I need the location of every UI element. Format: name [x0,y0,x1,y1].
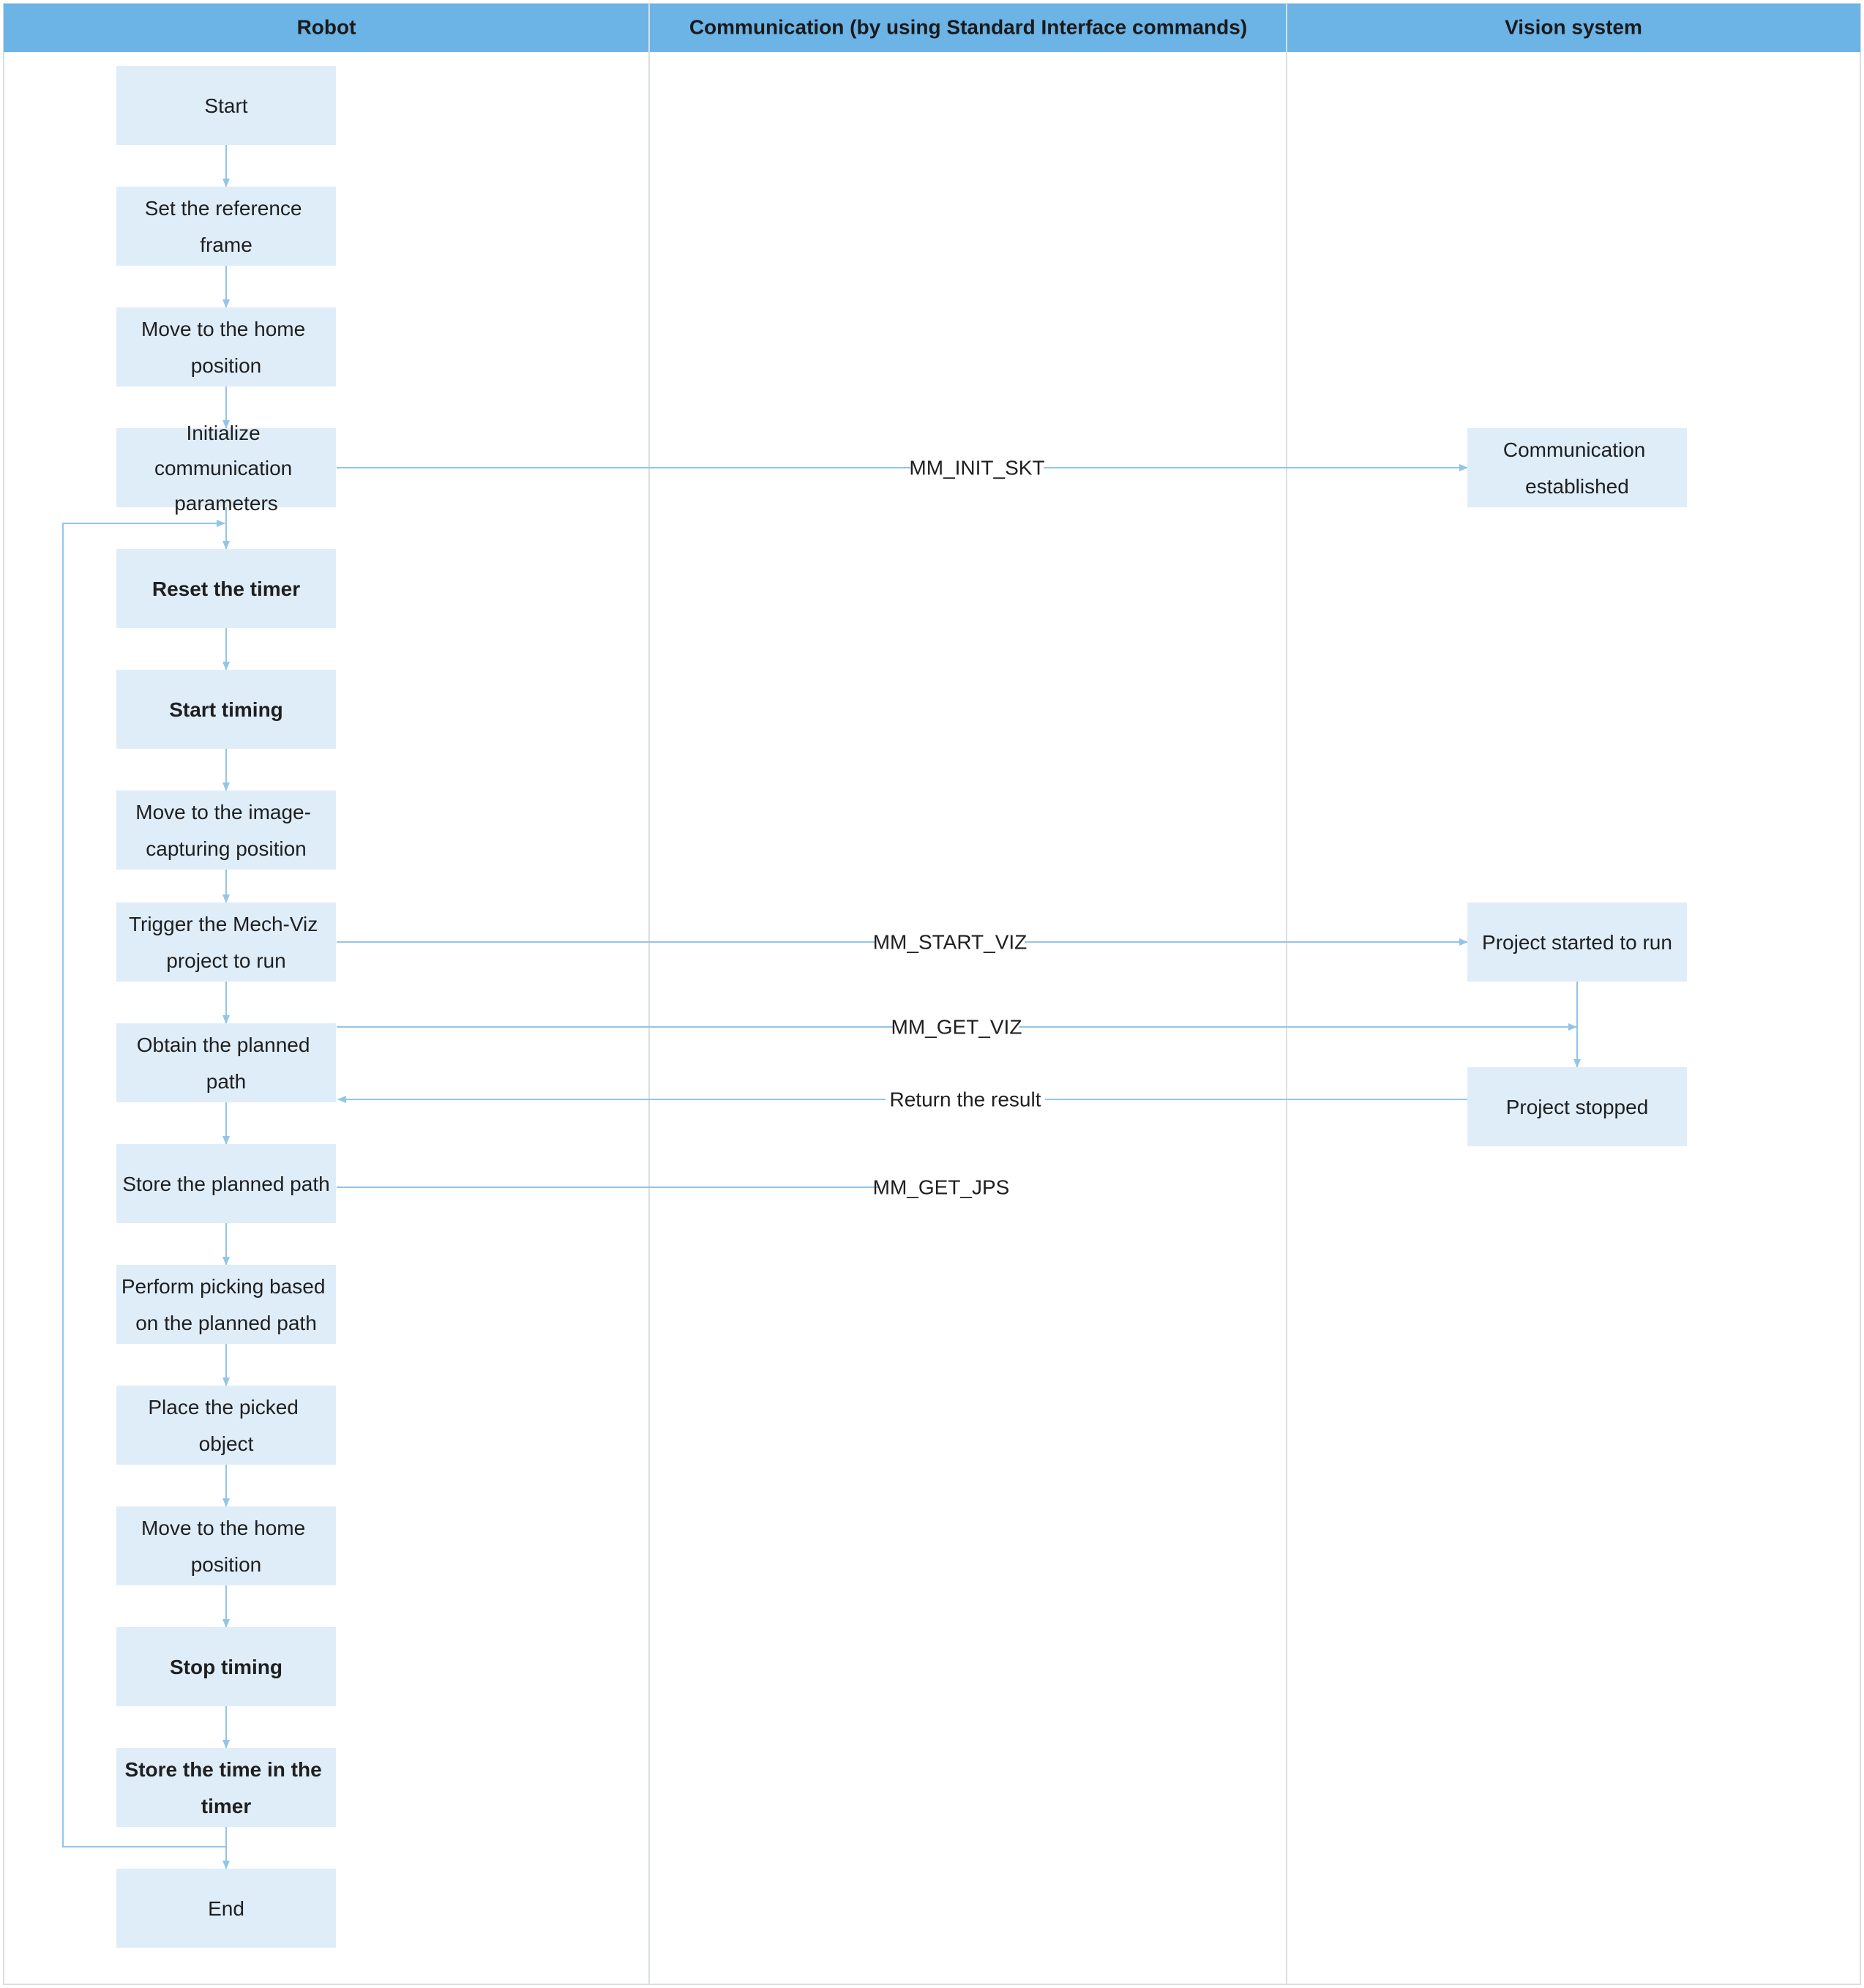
step-start: Start [116,66,336,145]
message-label-return-result: Return the result [890,1088,1041,1111]
step-set-reference-frame: Set the reference frame [116,187,336,266]
step-trigger-mech-viz: Trigger the Mech-Viz project to run [116,903,336,982]
step-reset-timer: Reset the timer [116,549,336,628]
step-move-home-1: Move to the home position [116,307,336,386]
robot-lane-steps: Start Set the reference frame Move to th… [116,66,336,1948]
svg-text:End: End [208,1897,244,1920]
svg-text:Initialize communicati: Initialize communication parameters [154,422,298,515]
lane-title-communication: Communication (by using Standard Interfa… [689,16,1247,39]
vision-communication-established: Communication established [1467,428,1687,507]
label-bg-mm-get-jps [878,1173,1004,1202]
svg-text:Start: Start [204,94,247,117]
svg-text:Start timing: Start timing [169,698,283,721]
svg-text:Project stopped: Project stopped [1506,1096,1649,1118]
svg-text:Store the planned path: Store the planned path [122,1173,329,1195]
step-end: End [116,1869,336,1948]
message-label-mm-get-viz: MM_GET_VIZ [891,1016,1022,1039]
vision-project-started: Project started to run [1467,903,1687,982]
label-bg-return-result [886,1085,1045,1114]
lane-title-vision-system: Vision system [1505,16,1642,39]
message-label-mm-get-jps: MM_GET_JPS [873,1176,1010,1199]
step-move-home-2: Move to the home position [116,1506,336,1585]
label-bg-mm-start-viz [875,927,1025,957]
svg-text:Place the picked objec: Place the picked object [148,1396,304,1455]
svg-text:Move to the home posit: Move to the home position [141,318,311,377]
step-store-time: Store the time in the timer [116,1748,336,1827]
step-perform-picking: Perform picking based on the planned pat… [116,1265,336,1344]
svg-text:Stop timing: Stop timing [170,1656,282,1678]
svg-text:Store the time in the: Store the time in the timer [125,1758,328,1817]
step-stop-timing: Stop timing [116,1627,336,1706]
message-label-mm-init-skt: MM_INIT_SKT [909,457,1044,479]
svg-text:Set the reference fram: Set the reference frame [145,197,308,256]
step-initialize-communication: Initialize communication parameters [116,422,336,515]
step-start-timing: Start timing [116,670,336,749]
step-store-planned-path: Store the planned path [116,1144,336,1223]
svg-text:Trigger the Mech-Viz p: Trigger the Mech-Viz project to run [129,913,323,972]
vision-lane-steps: Communication established Project starte… [1467,428,1687,1146]
step-obtain-planned-path: Obtain the planned path [116,1023,336,1102]
label-bg-mm-init-skt [910,453,1044,482]
vision-project-stopped: Project stopped [1467,1067,1687,1146]
message-label-mm-start-viz: MM_START_VIZ [873,931,1028,954]
step-move-image-capturing: Move to the image- capturing position [116,791,336,870]
step-place-picked-object: Place the picked object [116,1386,336,1465]
svg-text:Perform picking based: Perform picking based on the planned pat… [121,1275,331,1334]
message-labels: MM_INIT_SKT MM_START_VIZ MM_GET_VIZ Retu… [873,453,1045,1202]
svg-text:Reset the timer: Reset the timer [152,578,300,600]
svg-text:Move to the home posit: Move to the home position [141,1517,311,1576]
lane-title-robot: Robot [297,16,356,39]
svg-text:Move to the image- cap: Move to the image- capturing position [135,801,316,860]
label-bg-mm-get-viz [894,1012,1019,1042]
svg-text:Project started to run: Project started to run [1482,931,1672,954]
lane-header-band [4,4,1860,52]
svg-text:Obtain the planned pat: Obtain the planned path [137,1034,315,1093]
loop-back-arrow [62,520,226,1847]
svg-text:Communication establis: Communication established [1503,438,1651,498]
